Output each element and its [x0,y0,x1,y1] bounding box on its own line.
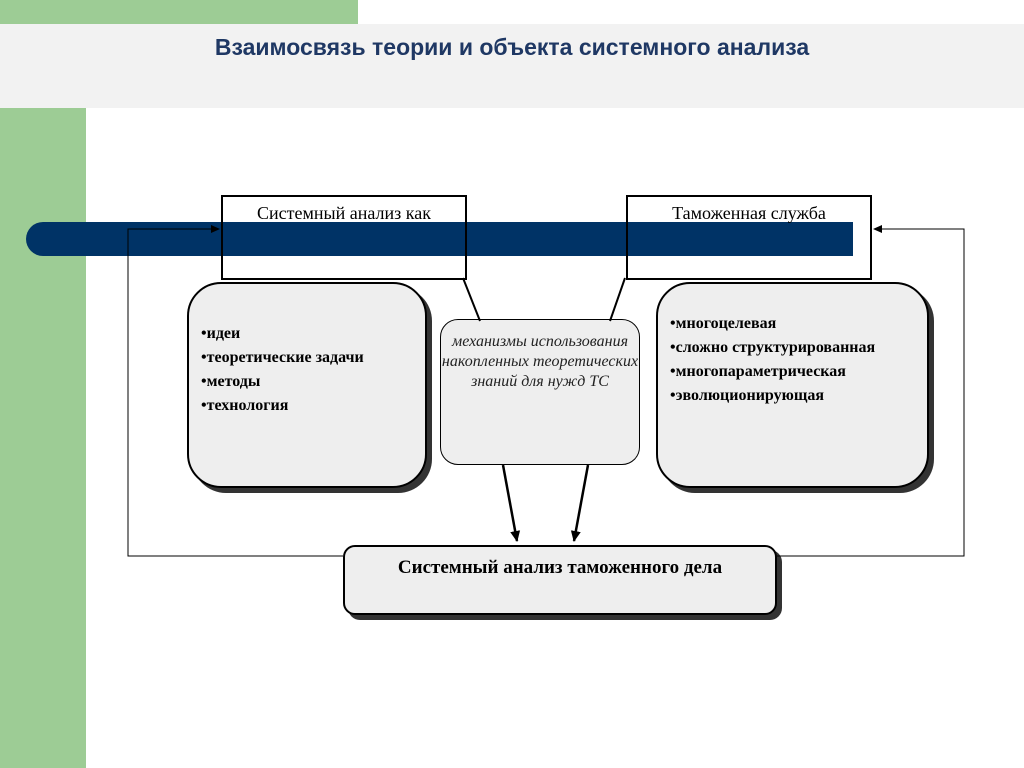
feedback-loop-right [777,225,965,557]
theory-items-list: •идеи •теоретические задачи •методы •тех… [201,322,425,418]
blue-banner [26,222,853,256]
result-box: Системный анализ таможенного дела [343,545,777,615]
list-item: •многопараметрическая [670,363,846,380]
green-accent-left [0,0,86,768]
list-item: •многоцелевая [670,315,777,332]
mechanisms-box: механизмы использования накопленных теор… [440,319,640,465]
object-header-box: Таможенная служба [626,195,872,280]
connector-object-mechanisms [609,277,626,322]
theory-items-box: •идеи •теоретические задачи •методы •тех… [187,282,427,488]
theory-header-box: Системный анализ как [221,195,467,280]
object-header-label: Таможенная служба [672,203,826,223]
object-items-list: •многоцелевая •сложно структурированная … [670,312,927,408]
theory-header-label: Системный анализ как [257,203,431,223]
arrow-mechanisms-result-right [570,464,590,542]
list-item: •идеи [201,325,241,342]
object-items-box: •многоцелевая •сложно структурированная … [656,282,929,488]
connector-theory-mechanisms [462,277,481,322]
list-item: •методы [201,373,261,390]
arrow-mechanisms-result-left [501,464,521,542]
title-bar [0,24,1024,108]
list-item: •эволюционирующая [670,387,824,404]
list-item: •теоретические задачи [201,349,364,366]
list-item: •технология [201,397,289,414]
feedback-loop-left [127,225,343,557]
list-item: •сложно структурированная [670,339,876,356]
slide-title: Взаимосвязь теории и объекта системного … [214,34,810,60]
